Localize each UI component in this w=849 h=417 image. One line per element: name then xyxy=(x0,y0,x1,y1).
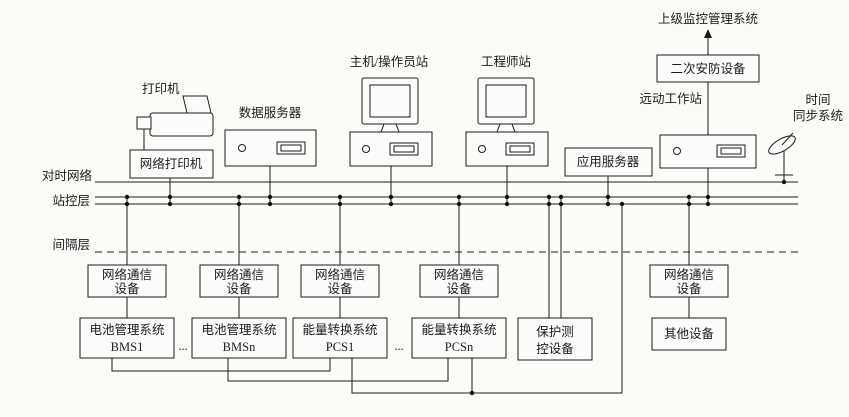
app-server-unit: 应用服务器 xyxy=(564,147,653,204)
other-devices-box xyxy=(651,317,727,351)
svg-text:设备: 设备 xyxy=(226,281,252,296)
svg-text:PCS1: PCS1 xyxy=(326,340,355,354)
svg-text:设备: 设备 xyxy=(114,281,140,296)
station-layer-label: 站控层 xyxy=(52,194,90,208)
svg-text:设备: 设备 xyxy=(676,281,702,296)
network-printer-unit: 打印机 网络打印机 xyxy=(129,82,214,204)
bay-layer-label: 间隔层 xyxy=(52,238,90,252)
svg-text:保护测: 保护测 xyxy=(536,325,574,339)
net-comm-device-5: 网络通信 设备 xyxy=(649,197,729,318)
data-server-unit: 数据服务器 xyxy=(224,105,317,204)
protection-box xyxy=(517,317,593,361)
engineer-station-label: 工程师站 xyxy=(481,54,531,69)
printer-icon xyxy=(136,95,214,150)
time-sync-label-line2: 同步系统 xyxy=(793,109,843,123)
net-comm-box xyxy=(419,264,499,298)
svg-text:能量转换系统: 能量转换系统 xyxy=(302,322,377,337)
printer-label: 打印机 xyxy=(142,82,180,96)
bms1-box xyxy=(79,317,175,359)
pcsn-unit: 能量转换系统 PCSn xyxy=(411,317,507,359)
upper-system-label: 上级监控管理系统 xyxy=(658,11,758,26)
operator-station-unit: 主机/操作员站 xyxy=(349,54,433,204)
bmsn-unit: 电池管理系统 BMSn xyxy=(191,317,287,359)
network-printer-box xyxy=(129,149,214,179)
pcsn-box xyxy=(411,317,507,359)
svg-text:网络通信: 网络通信 xyxy=(434,267,484,282)
workstation-icon xyxy=(465,77,549,167)
net-comm-device-4: 网络通信 设备 xyxy=(419,197,499,318)
engineer-station-unit: 工程师站 xyxy=(465,54,549,204)
svg-text:网络通信: 网络通信 xyxy=(102,267,152,282)
net-comm-device-2: 网络通信 设备 xyxy=(199,197,279,318)
net-comm-device-1: 网络通信 设备 xyxy=(87,197,167,318)
svg-text:网络通信: 网络通信 xyxy=(315,267,365,282)
bms1-unit: 电池管理系统 BMS1 xyxy=(79,317,175,359)
net-comm-box xyxy=(87,264,167,298)
ellipsis-pcs: ... xyxy=(394,339,403,353)
secondary-security-label: 二次安防设备 xyxy=(670,61,746,76)
app-server-box xyxy=(564,147,653,177)
satellite-dish-icon xyxy=(768,132,796,176)
svg-text:电池管理系统: 电池管理系统 xyxy=(201,322,276,337)
pcs1-box xyxy=(292,317,388,359)
junction-dots xyxy=(124,179,787,396)
up-arrow-icon xyxy=(704,29,712,38)
time-network-label: 对时网络 xyxy=(42,168,93,183)
time-sync-unit: 时间 同步系统 xyxy=(768,93,843,182)
operator-station-label: 主机/操作员站 xyxy=(350,54,428,69)
svg-text:设备: 设备 xyxy=(446,281,472,296)
pcs1-unit: 能量转换系统 PCS1 xyxy=(292,317,388,359)
svg-text:PCSn: PCSn xyxy=(445,340,474,354)
secondary-security-box xyxy=(656,54,760,83)
server-icon xyxy=(659,134,757,169)
device-interconnect-lines xyxy=(111,204,623,394)
svg-text:控设备: 控设备 xyxy=(536,341,574,356)
supervisory-chain: 上级监控管理系统 二次安防设备 远动工作站 xyxy=(639,11,760,204)
net-comm-box xyxy=(300,264,380,298)
svg-text:网络通信: 网络通信 xyxy=(214,267,264,282)
app-server-label: 应用服务器 xyxy=(577,154,640,169)
remote-workstation-label: 远动工作站 xyxy=(639,92,702,106)
svg-text:能量转换系统: 能量转换系统 xyxy=(421,322,496,337)
time-sync-label-line1: 时间 xyxy=(805,93,830,107)
ellipsis-bms: ... xyxy=(178,339,187,353)
net-comm-box xyxy=(199,264,279,298)
svg-text:电池管理系统: 电池管理系统 xyxy=(89,322,164,337)
net-comm-device-3: 网络通信 设备 xyxy=(300,197,380,318)
data-server-label: 数据服务器 xyxy=(239,105,302,120)
network-printer-label: 网络打印机 xyxy=(140,156,203,171)
svg-text:其他设备: 其他设备 xyxy=(664,326,715,341)
layer-buses: 对时网络 站控层 间隔层 xyxy=(42,168,798,253)
server-icon xyxy=(224,129,317,167)
svg-text:设备: 设备 xyxy=(327,281,353,296)
protection-unit: 保护测 控设备 xyxy=(517,197,593,361)
workstation-icon xyxy=(349,77,433,167)
svg-text:网络通信: 网络通信 xyxy=(664,267,714,282)
net-comm-box xyxy=(649,264,729,298)
other-devices-unit: 其他设备 xyxy=(651,317,727,351)
svg-text:BMS1: BMS1 xyxy=(111,340,144,354)
bmsn-box xyxy=(191,317,287,359)
svg-text:BMSn: BMSn xyxy=(223,340,256,354)
